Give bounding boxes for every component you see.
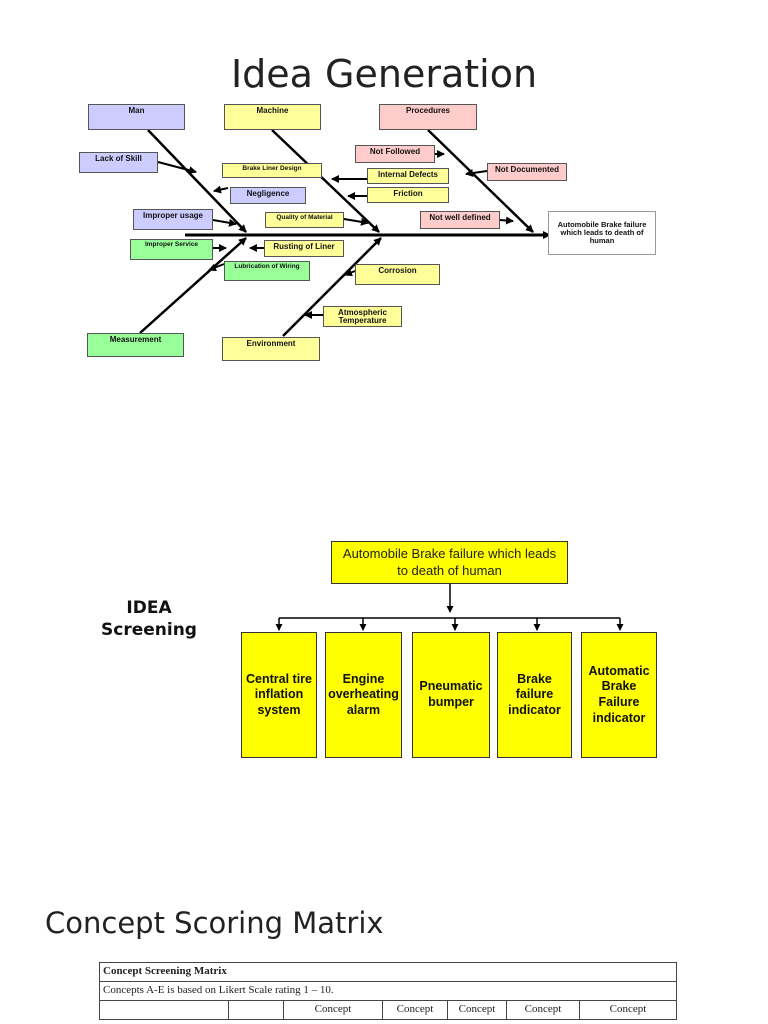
matrix-header-blank-1 [99,1000,229,1020]
cause-rusting-of-liner: Rusting of Liner [264,240,344,257]
cause-negligence: Negligence [230,187,306,204]
cause-brake-liner-design: Brake Liner Design [222,163,322,178]
matrix-header-blank-2 [228,1000,284,1020]
category-man: Man [88,104,185,130]
concept-box-1: Central tire inflation system [241,632,317,758]
concept-box-5: Automatic Brake Failure indicator [581,632,657,758]
bone-measurement [139,237,247,334]
concept-screening-matrix-table: Concept Screening Matrix Concepts A-E is… [99,962,677,1020]
matrix-header-concept-3: Concept [447,1000,507,1020]
bone-environment [282,237,382,337]
cause-corrosion: Corrosion [355,264,440,285]
cause-quality-of-material: Quality of Material [265,212,344,228]
cause-improper-service: Improper Service [130,239,213,260]
concept-box-3: Pneumatic bumper [412,632,490,758]
cause-lubrication-of-wiring: Lubrication of Wiring [224,261,310,281]
page-title-concept-scoring: Concept Scoring Matrix [45,906,384,940]
screening-problem-box: Automobile Brake failure which leads to … [331,541,568,584]
matrix-header-concept-1: Concept [283,1000,383,1020]
matrix-note: Concepts A-E is based on Likert Scale ra… [99,981,677,1001]
category-environment: Environment [222,337,320,361]
matrix-header-concept-5: Concept [579,1000,677,1020]
matrix-header-concept-2: Concept [382,1000,448,1020]
category-procedures: Procedures [379,104,477,130]
cause-friction: Friction [367,187,449,203]
fishbone-effect-box: Automobile Brake failure which leads to … [548,211,656,255]
cause-internal-defects: Internal Defects [367,168,449,184]
cause-lack-of-skill: Lack of Skill [79,152,158,173]
concept-box-4: Brake failure indicator [497,632,572,758]
category-machine: Machine [224,104,321,130]
screening-tree-lines [275,584,624,631]
cause-improper-usage: Improper usage [133,209,213,230]
cause-not-followed: Not Followed [355,145,435,163]
matrix-heading: Concept Screening Matrix [99,962,677,982]
concept-box-2: Engine overheating alarm [325,632,402,758]
idea-screening-label: IDEA Screening [101,598,197,641]
bone-machine [271,129,380,233]
cause-not-documented: Not Documented [487,163,567,181]
bone-man [147,129,247,233]
bone-procedures [427,129,534,233]
cause-atmospheric-temperature: Atmospheric Temperature [323,306,402,327]
page-title-idea-generation: Idea Generation [230,52,538,96]
cause-not-well-defined: Not well defined [420,211,500,229]
matrix-header-concept-4: Concept [506,1000,580,1020]
category-measurement: Measurement [87,333,184,357]
